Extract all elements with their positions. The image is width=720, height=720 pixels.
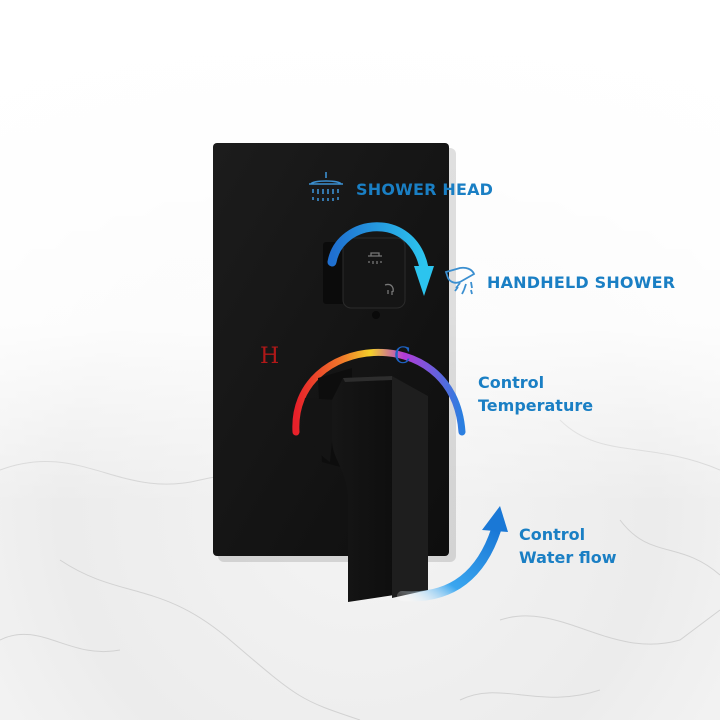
control-water-flow-line-1: Control bbox=[519, 525, 586, 544]
control-temperature-label: Control Temperature bbox=[478, 371, 593, 417]
handheld-shower-icon bbox=[444, 266, 476, 295]
control-temperature-line-1: Control bbox=[478, 373, 545, 392]
temperature-arc-icon bbox=[292, 349, 466, 436]
control-temperature-line-2: Temperature bbox=[478, 396, 594, 415]
hot-marking: H bbox=[260, 344, 280, 369]
control-water-flow-label: Control Water flow bbox=[519, 523, 616, 569]
knob-engraving bbox=[368, 252, 394, 295]
mixer-lever-handle bbox=[303, 368, 428, 602]
diverter-arrow-icon bbox=[327, 222, 434, 296]
cold-marking: C bbox=[394, 344, 411, 369]
shower-head-label: SHOWER HEAD bbox=[356, 180, 494, 199]
handheld-shower-label: HANDHELD SHOWER bbox=[487, 273, 676, 292]
flow-arrow-icon bbox=[397, 506, 508, 602]
control-water-flow-line-2: Water flow bbox=[519, 548, 617, 567]
shower-head-icon bbox=[309, 172, 343, 201]
